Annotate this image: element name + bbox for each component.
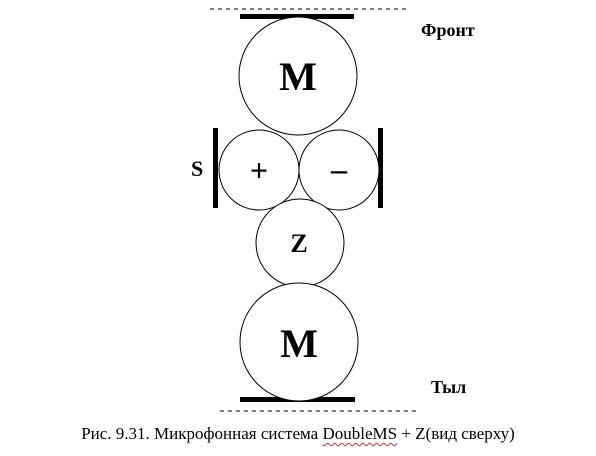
caption-prefix: Рис. 9.31. Микрофонная система: [81, 424, 323, 443]
mic-minus-label: –: [330, 151, 348, 187]
front-bar: [240, 14, 354, 19]
side-label: S: [191, 156, 203, 181]
mic-bottom-circle: [239, 282, 359, 402]
mic-plus-label: +: [250, 152, 268, 188]
rear-label: Тыл: [431, 377, 466, 397]
caption-product: DoubleMS: [322, 424, 398, 443]
mic-bottom-label: M: [280, 321, 318, 366]
right-side-bar: [378, 128, 383, 208]
mic-top-label: M: [279, 54, 317, 99]
left-side-bar: [213, 128, 218, 208]
caption-suffix: + Z(вид сверху): [397, 424, 515, 443]
front-label: Фронт: [421, 20, 475, 40]
mic-top-circle: [238, 16, 358, 136]
mic-minus-circle: [298, 129, 380, 211]
figure-caption: Рис. 9.31. Микрофонная система DoubleMS …: [0, 424, 596, 444]
mic-z-label: Z: [290, 229, 307, 258]
